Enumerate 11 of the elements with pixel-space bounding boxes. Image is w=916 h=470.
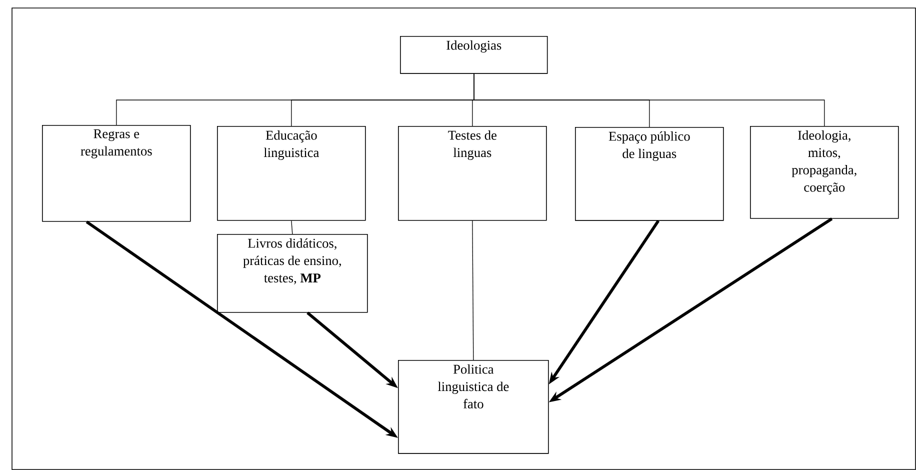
- text-box: Ideologias: [400, 36, 548, 74]
- text-box: Educação linguistica: [217, 126, 366, 221]
- text-box: Testes de linguas: [398, 126, 547, 221]
- text-box: Livros didáticos, práticas de ensino, testes, MP: [217, 234, 368, 313]
- connector-line: [472, 220, 474, 360]
- text-box: Politica linguistica de fato: [398, 360, 549, 454]
- text-box: Ideologia, mitos, propaganda, coerção: [750, 126, 899, 219]
- text-box: Espaço público de linguas: [575, 127, 724, 221]
- connector-line: [474, 74, 825, 126]
- text-box: Regras e regulamentos: [42, 125, 191, 222]
- connector-line: [291, 220, 293, 234]
